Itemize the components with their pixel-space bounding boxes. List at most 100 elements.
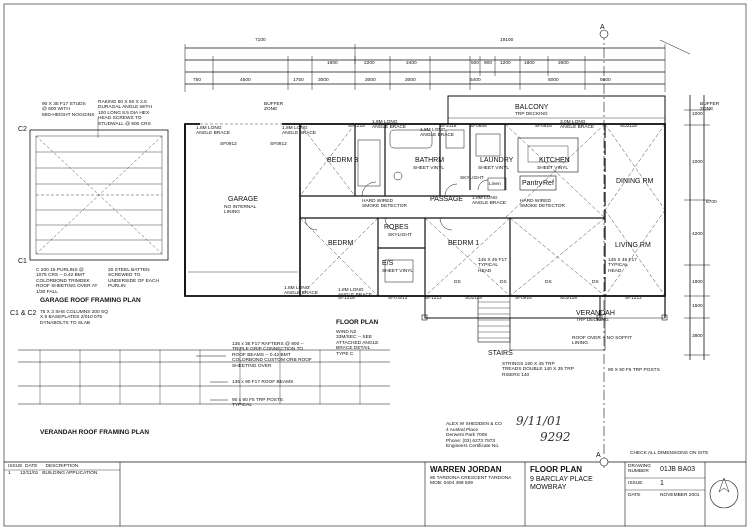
ds-1: DS (454, 280, 461, 285)
garage-roof-framing-plan-title: GARAGE ROOF FRAMING PLAN (40, 297, 141, 304)
brace-label-4: 1.8M LONG ANGLE BRACE (472, 196, 507, 207)
dim-750: 750 (193, 78, 202, 83)
note-roof-over: ROOF OVER -- NO SOFFIT LINING (572, 336, 633, 347)
room-verandah: VERANDAH (576, 310, 615, 317)
dim-right-8700: 8700 (706, 200, 717, 205)
sf-0915-a: SF0915 (535, 124, 552, 129)
note-wind: WIND N2 33M/SEC -- SEE ATTACHED ANGLE BR… (336, 330, 379, 357)
room-balcony-finish: TRP DECKING (515, 112, 548, 117)
dim-3000-c: 3000 (405, 78, 416, 83)
date-label: DATE (628, 493, 641, 498)
dim-right-1000-b: 1000 (692, 160, 703, 165)
room-laundry: LAUNDRY (480, 157, 514, 164)
drawing-title: FLOOR PLAN (530, 465, 582, 474)
dim-1800: 1800 (524, 61, 535, 66)
issue-row: 1 12/11/01 BUILDING APPLICATION (8, 471, 98, 476)
sf-0912-b: SF0912 (270, 142, 287, 147)
column-c1: C1 (18, 258, 27, 265)
room-pantry: Pantry (522, 180, 543, 187)
sf-0912-a: SF0912 (220, 142, 237, 147)
room-living: LIVING RM (615, 242, 651, 249)
sd-2118-b: SD2118 (465, 296, 482, 301)
engineer-address: 4 Austral Place Derwent Park 7009 Phone:… (446, 428, 500, 450)
room-dining: DINING RM (616, 178, 654, 185)
room-passage: PASSAGE (430, 196, 463, 203)
dim-2200: 2200 (364, 61, 375, 66)
room-laundry-finish: SHEET VINYL (478, 166, 510, 171)
verandah-roof-framing-plan-title: VERANDAH ROOF FRAMING PLAN (40, 429, 150, 436)
note-purlins: C 200 15 PURLINS @ 1075 CRS -- 0.42 BMT … (36, 268, 98, 295)
note-smoke-right: HARD WIRED SMOKE DETECTOR (520, 199, 565, 210)
ds-2: DS (500, 280, 507, 285)
ds-3: DS (545, 280, 552, 285)
room-bedrm3: BEDRM 3 (327, 157, 359, 164)
engineer-signature-ref: 9292 (540, 430, 571, 444)
room-bedrm: BEDRM (328, 240, 354, 247)
room-stairs: STAIRS (488, 350, 513, 357)
note-rafters: 135 x 35 F17 RAFTERS @ 900 -- TRIPLE GRI… (232, 342, 312, 369)
dim-2400: 2400 (406, 61, 417, 66)
brace-label-1: 1.8M LONG ANGLE BRACE (196, 126, 231, 137)
dim-3000-b: 3000 (365, 78, 376, 83)
note-smoke-left: HARD WIRED SMOKE DETECTOR (362, 199, 407, 210)
drawing-number: 01JB BA03 (660, 466, 696, 473)
sd-2118-a: SD2118 (620, 124, 637, 129)
issue-header: ISSUE DATE DESCRIPTION (8, 464, 79, 469)
sf-0915-b: SF0915 (515, 296, 532, 301)
room-bathrm-finish: SHEET VINYL (413, 166, 445, 171)
brace-label-7: 1.8M LONG ANGLE BRACE (420, 128, 455, 139)
ds-4: DS (592, 280, 599, 285)
columns-tag: C1 & C2 (10, 310, 37, 317)
brace-label-30: 3.0M LONG ANGLE BRACE (560, 120, 595, 131)
brace-label-3: 1.8M LONG ANGLE BRACE (372, 120, 407, 131)
dim-3000-a: 3000 (318, 78, 329, 83)
dim-500: 500 (471, 61, 480, 66)
sf-1212-a: SF1212 (625, 296, 642, 301)
dim-top-left: 7100 (255, 38, 266, 43)
dim-2600: 2600 (558, 61, 569, 66)
room-ref: Ref (543, 180, 554, 187)
sd-2118-c: SD2118 (560, 296, 577, 301)
dim-5000-b: 5000 (548, 78, 559, 83)
room-es-finish: SHEET VINYL (382, 269, 414, 274)
room-bathrm: BATHRM (415, 157, 445, 164)
buffer-zone-right: BUFFER ZONE (700, 102, 720, 113)
skylight-upper: SKYLIGHT (460, 176, 484, 181)
note-studs: 90 X 35 F17 STUDS @ 600 WITH MID-HEIGHT … (42, 102, 95, 118)
note-columns: 75 X 3 SHS COLUMNS 200 SQ X 6 BASEPLATES… (40, 310, 108, 326)
dim-right-1000-a: 1000 (692, 112, 703, 117)
note-raking: RAKING 50 X 50 X 2.5 DURAGAL ANGLE WITH … (98, 100, 152, 127)
dim-1200: 1200 (500, 61, 511, 66)
note-head-left: 145 X 45 F17 TYPICAL HEAD (478, 258, 507, 274)
dim-right-1800: 1800 (692, 280, 703, 285)
room-kitchen-finish: SHEET VINYL (537, 166, 569, 171)
sf-1218-top: SF1218 (348, 124, 365, 129)
drawing-number-label: DRAWING NUMBER (628, 464, 652, 475)
floor-plan-title: FLOOR PLAN (336, 319, 379, 326)
note-batten: 20 STEEL BATTEN SCREWED TO UNDERSIDE OF … (108, 268, 159, 290)
room-kitchen: KITCHEN (539, 157, 570, 164)
engineer-signature-date: 9/11/01 (516, 414, 563, 428)
section-marker-top: A (600, 24, 605, 31)
brace-label-2: 1.8M LONG ANGLE BRACE (282, 126, 317, 137)
note-posts-right: 90 X 90 F5 TRP POSTS (608, 368, 660, 373)
room-garage: GARAGE (228, 196, 258, 203)
site-address: 9 BARCLAY PLACE MOWBRAY (530, 476, 593, 491)
dim-right-4200: 4200 (692, 232, 703, 237)
room-garage-finish: NO INTERNAL LINING (224, 205, 257, 216)
room-robes: ROBES (384, 224, 409, 231)
note-roof-beams: 135 x 90 F17 ROOF BEAMS (232, 380, 294, 385)
issue-number: 1 (660, 480, 664, 487)
note-posts: 90 x 90 F5 TRP POSTS TYPICAL (232, 398, 284, 409)
room-es: E/S (382, 260, 394, 267)
sf-05-12: SF0.5/12 (388, 296, 408, 301)
room-linen: Linen (489, 182, 501, 187)
client-address: 80 TARDONA CRESCENT TARDONA MOB: 0404 49… (430, 476, 512, 487)
drawing-date: NOVEMBER 2001 (660, 493, 700, 498)
dim-1750: 1750 (293, 78, 304, 83)
column-c2: C2 (18, 126, 27, 133)
note-stairs: STRINGS 190 X 45 TRP TREADS DOUBLE 140 X… (502, 362, 574, 378)
issue-label: ISSUE (628, 481, 643, 486)
dim-4500: 4500 (240, 78, 251, 83)
note-head-right: 145 X 45 F17 TYPICAL HEAD (608, 258, 637, 274)
